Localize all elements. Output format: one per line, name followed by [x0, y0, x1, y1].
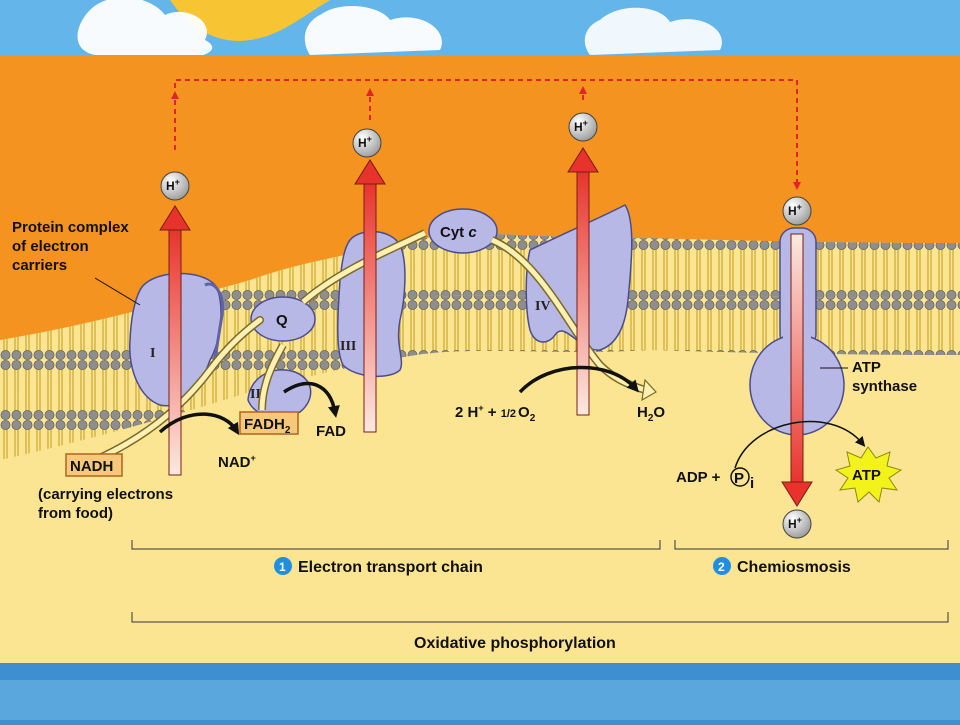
h-ion-complex-1: H+: [160, 171, 190, 201]
fad-label: FAD: [316, 423, 346, 440]
nadh-oxidation-arrow: [158, 412, 240, 436]
protein-complex-label-line-3: carriers: [12, 257, 67, 274]
h-ion-atp-synthase-bottom: H+: [782, 509, 812, 539]
cyt-c-label: Cyt c: [440, 224, 477, 241]
intermembrane-space: [0, 55, 960, 340]
oxphos-label: Oxidative phosphorylation: [414, 635, 616, 652]
svg-text:H+: H+: [788, 515, 802, 531]
decorative-sun: [170, 0, 330, 41]
decorative-cloud-left: [77, 0, 213, 58]
decorative-cloud-right: [584, 7, 722, 56]
protein-complex-label-line-2: of electron: [12, 238, 89, 255]
proton-arrow-complex-1: [159, 205, 191, 476]
svg-text:i: i: [750, 475, 754, 492]
chemiosmosis-caption: 2 Chemiosmosis: [713, 557, 851, 576]
cytochrome-c: Cyt c: [428, 208, 498, 254]
complex-2-label: II: [250, 387, 261, 402]
proton-arrow-complex-4: [567, 147, 599, 416]
carrying-label-line-1: (carrying electrons: [38, 486, 173, 503]
nadh-box: [65, 453, 123, 477]
svg-text:H+: H+: [788, 202, 802, 218]
protein-complex-label-line-1: Protein complex: [12, 219, 129, 236]
proton-arrow-complex-3: [354, 159, 386, 433]
h-ion-complex-4: H+: [568, 112, 598, 142]
oxphos-bracket: [131, 612, 949, 623]
electron-path-fadh2-to-q: [259, 343, 286, 411]
svg-text:2: 2: [718, 560, 725, 574]
bottom-banner-stripe: [0, 680, 960, 720]
nad-plus-label: NAD+: [218, 453, 256, 471]
fadh2-box: [239, 411, 299, 435]
svg-text:H+: H+: [166, 177, 180, 193]
h-ion-complex-3: H+: [352, 128, 382, 158]
svg-text:1: 1: [279, 560, 286, 574]
atp-synthase-label-line-2: synthase: [852, 378, 917, 395]
electron-path-nadh-to-q: [92, 317, 263, 463]
chemiosmosis-bracket: [674, 540, 949, 550]
complex-4-label: IV: [535, 299, 551, 314]
proton-return-dashed-arrow: [174, 79, 801, 190]
phosphate-icon: P i: [730, 467, 754, 492]
svg-text:P: P: [734, 470, 744, 487]
ubiquinone: Q: [250, 296, 316, 342]
etc-bracket: [131, 540, 661, 550]
svg-text:H+: H+: [574, 118, 588, 134]
atp-synthesis-arrow: [734, 420, 866, 469]
inner-membrane: [0, 234, 960, 400]
atp-starburst: ATP: [834, 446, 903, 504]
h-ion-atp-synthase-top: H+: [782, 196, 812, 226]
inner-membrane-lower-leaflet: [0, 294, 960, 460]
adp-label: ADP +: [676, 469, 721, 486]
protein-complex-pointer: [94, 277, 141, 306]
nadh-label: NADH: [70, 458, 113, 475]
complex-1-label: I: [150, 346, 155, 361]
etc-caption: 1 Electron transport chain: [274, 557, 483, 576]
complex-3-label: III: [340, 339, 356, 354]
carrying-label-line-2: from food): [38, 505, 113, 522]
oxygen-reduction-arrow: [518, 365, 640, 394]
q-label: Q: [276, 312, 288, 329]
atp-label: ATP: [852, 467, 881, 484]
etc-label: Electron transport chain: [298, 559, 483, 576]
fadh2-label: FADH2: [244, 416, 291, 436]
svg-text:H+: H+: [358, 134, 372, 150]
atp-synthase-label-line-1: ATP: [852, 359, 881, 376]
electron-path-arrowhead: [641, 378, 657, 402]
chemiosmosis-label: Chemiosmosis: [737, 559, 851, 576]
decorative-cloud-mid: [304, 5, 442, 55]
water-label: H2O: [637, 404, 665, 424]
fadh2-oxidation-arrow: [283, 381, 340, 418]
